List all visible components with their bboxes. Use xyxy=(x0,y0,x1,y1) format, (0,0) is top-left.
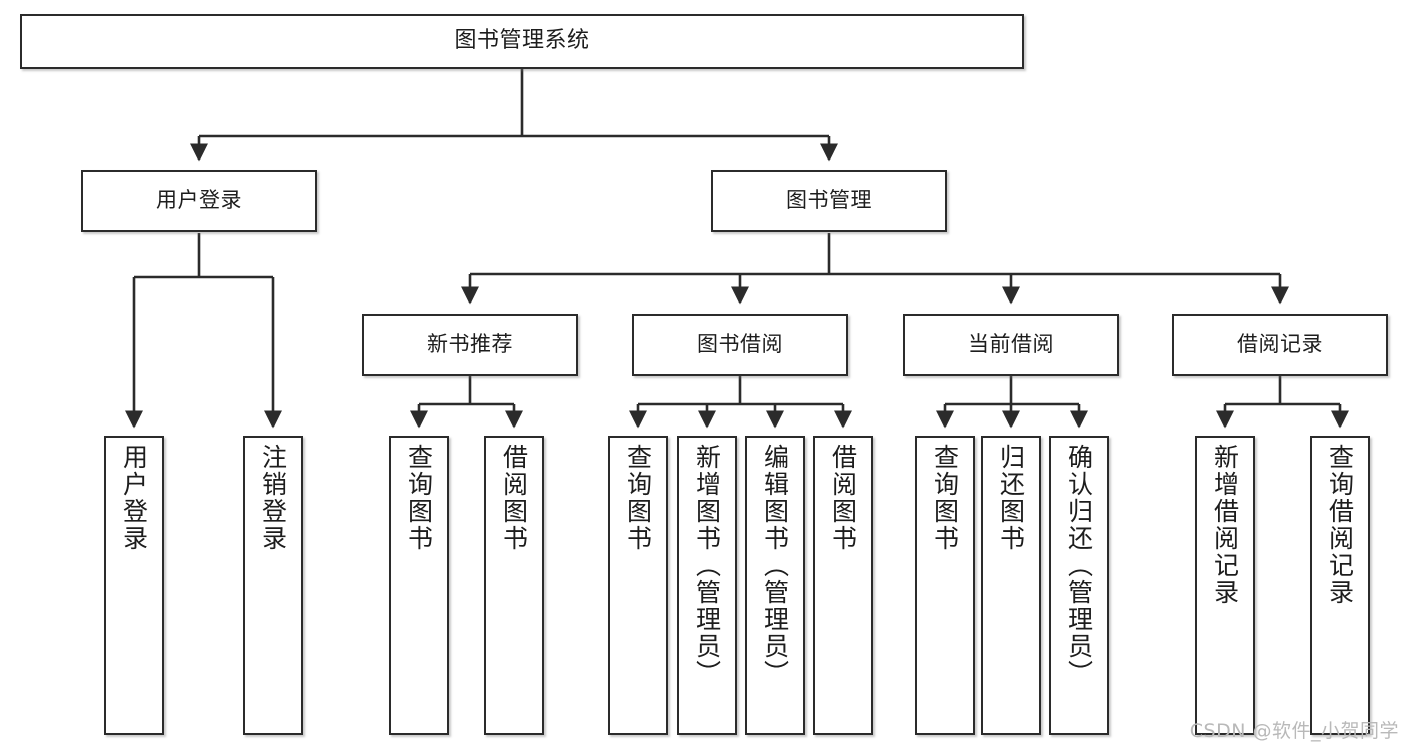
node-leaf-query-book-current[interactable]: 查询图书 xyxy=(915,436,975,735)
node-leaf-user-login[interactable]: 用户登录 xyxy=(104,436,164,735)
node-label: 确认归还（管理员） xyxy=(1064,444,1094,687)
node-label: 用户登录 xyxy=(119,444,149,552)
node-leaf-logout-login[interactable]: 注销登录 xyxy=(243,436,303,735)
node-user-login[interactable]: 用户登录 xyxy=(81,170,317,232)
node-leaf-return-book[interactable]: 归还图书 xyxy=(981,436,1041,735)
node-label: 新增借阅记录 xyxy=(1210,444,1240,606)
node-label: 当前借阅 xyxy=(968,332,1054,357)
node-label: 图书借阅 xyxy=(697,332,783,357)
node-leaf-confirm-return-admin[interactable]: 确认归还（管理员） xyxy=(1049,436,1109,735)
csdn-watermark: CSDN @软件_小贺同学 xyxy=(1189,720,1399,742)
node-label: 用户登录 xyxy=(156,188,242,213)
node-new-book-recommend[interactable]: 新书推荐 xyxy=(362,314,578,376)
node-current-borrow[interactable]: 当前借阅 xyxy=(903,314,1119,376)
node-leaf-query-book-borrow[interactable]: 查询图书 xyxy=(608,436,668,735)
node-label: 查询借阅记录 xyxy=(1325,444,1355,606)
node-label: 借阅记录 xyxy=(1237,332,1323,357)
node-leaf-add-book-admin[interactable]: 新增图书（管理员） xyxy=(677,436,737,735)
node-label: 借阅图书 xyxy=(499,444,529,552)
node-label: 查询图书 xyxy=(623,444,653,552)
node-leaf-query-borrow-record[interactable]: 查询借阅记录 xyxy=(1310,436,1370,735)
node-label: 新书推荐 xyxy=(427,332,513,357)
node-leaf-borrow-book-recommend[interactable]: 借阅图书 xyxy=(484,436,544,735)
node-book-management[interactable]: 图书管理 xyxy=(711,170,947,232)
node-leaf-add-borrow-record[interactable]: 新增借阅记录 xyxy=(1195,436,1255,735)
node-root-book-management-system[interactable]: 图书管理系统 xyxy=(20,14,1024,69)
node-borrow-record[interactable]: 借阅记录 xyxy=(1172,314,1388,376)
node-leaf-query-book-recommend[interactable]: 查询图书 xyxy=(389,436,449,735)
node-book-borrow[interactable]: 图书借阅 xyxy=(632,314,848,376)
node-label: 归还图书 xyxy=(996,444,1026,552)
node-label: 查询图书 xyxy=(930,444,960,552)
node-label: 新增图书（管理员） xyxy=(692,444,722,687)
node-leaf-edit-book-admin[interactable]: 编辑图书（管理员） xyxy=(745,436,805,735)
node-label: 编辑图书（管理员） xyxy=(760,444,790,687)
node-leaf-borrow-book[interactable]: 借阅图书 xyxy=(813,436,873,735)
node-label: 查询图书 xyxy=(404,444,434,552)
node-label: 图书管理 xyxy=(786,188,872,213)
node-label: 图书管理系统 xyxy=(454,28,590,54)
node-label: 借阅图书 xyxy=(828,444,858,552)
node-label: 注销登录 xyxy=(258,444,288,552)
